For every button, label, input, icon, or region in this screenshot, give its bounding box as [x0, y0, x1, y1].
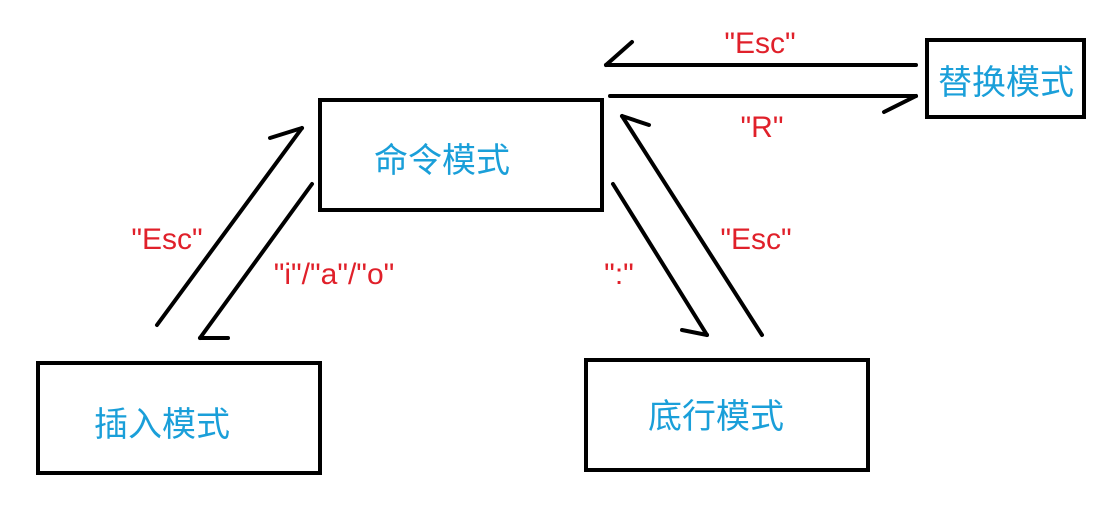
- replace-mode-label: 替换模式: [938, 63, 1074, 103]
- arrow-bottom-to-command: [620, 114, 764, 337]
- arrow-replace-to-command: [604, 40, 918, 67]
- label-insert-to-command: "Esc": [131, 223, 202, 256]
- label-bottom-to-command: "Esc": [720, 223, 791, 256]
- command-mode-node: 命令模式: [318, 98, 604, 212]
- arrow-command-to-bottom: [611, 182, 709, 337]
- insert-mode-label: 插入模式: [94, 405, 230, 445]
- insert-mode-node: 插入模式: [36, 361, 322, 475]
- arrow-insert-to-command: [155, 126, 304, 327]
- arrow-command-to-replace: [608, 94, 918, 114]
- bottom-line-mode-label: 底行模式: [648, 397, 784, 437]
- bottom-line-mode-node: 底行模式: [584, 358, 870, 472]
- label-replace-to-command: "Esc": [724, 27, 795, 60]
- arrow-command-to-insert: [198, 182, 314, 340]
- label-command-to-replace: "R": [741, 111, 784, 144]
- replace-mode-node: 替换模式: [925, 38, 1086, 119]
- label-command-to-bottom: ":": [604, 258, 634, 291]
- label-command-to-insert: "i"/"a"/"o": [274, 258, 395, 291]
- command-mode-label: 命令模式: [374, 141, 510, 181]
